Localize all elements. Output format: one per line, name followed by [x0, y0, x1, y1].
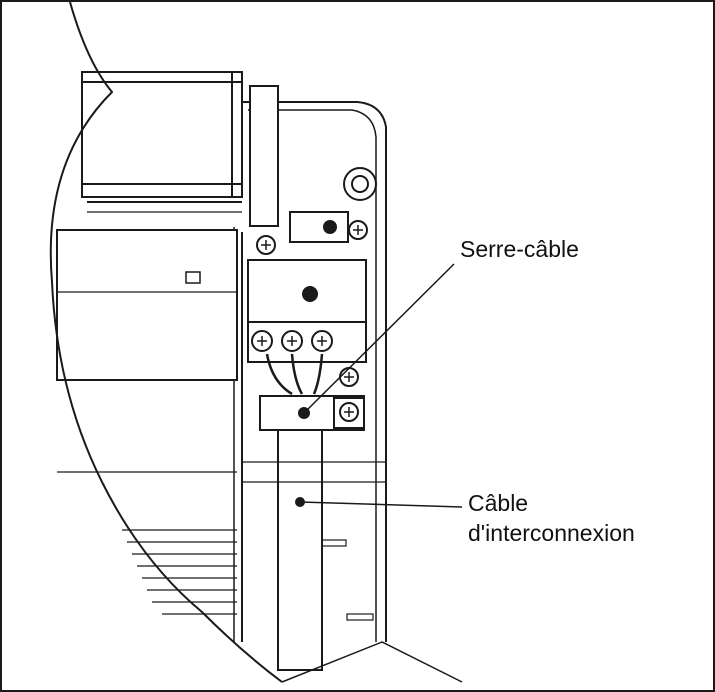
top-screws: [256, 167, 377, 255]
louvres: [122, 529, 237, 615]
terminal-block: [247, 259, 367, 387]
cable-clamp: [259, 395, 365, 431]
interconnection-cable: [242, 429, 386, 671]
wires: [265, 353, 324, 396]
leader-lines: [299, 263, 463, 508]
cutaway-edge: [49, 2, 463, 683]
cable-label-line1: Câble: [468, 490, 529, 516]
left-module: [56, 229, 238, 473]
interconnection-cable-label: Câble d'interconnexion: [468, 488, 635, 548]
top-block: [81, 71, 279, 227]
cable-clamp-label: Serre-câble: [460, 236, 579, 262]
cable-label-line2: d'interconnexion: [468, 520, 635, 546]
